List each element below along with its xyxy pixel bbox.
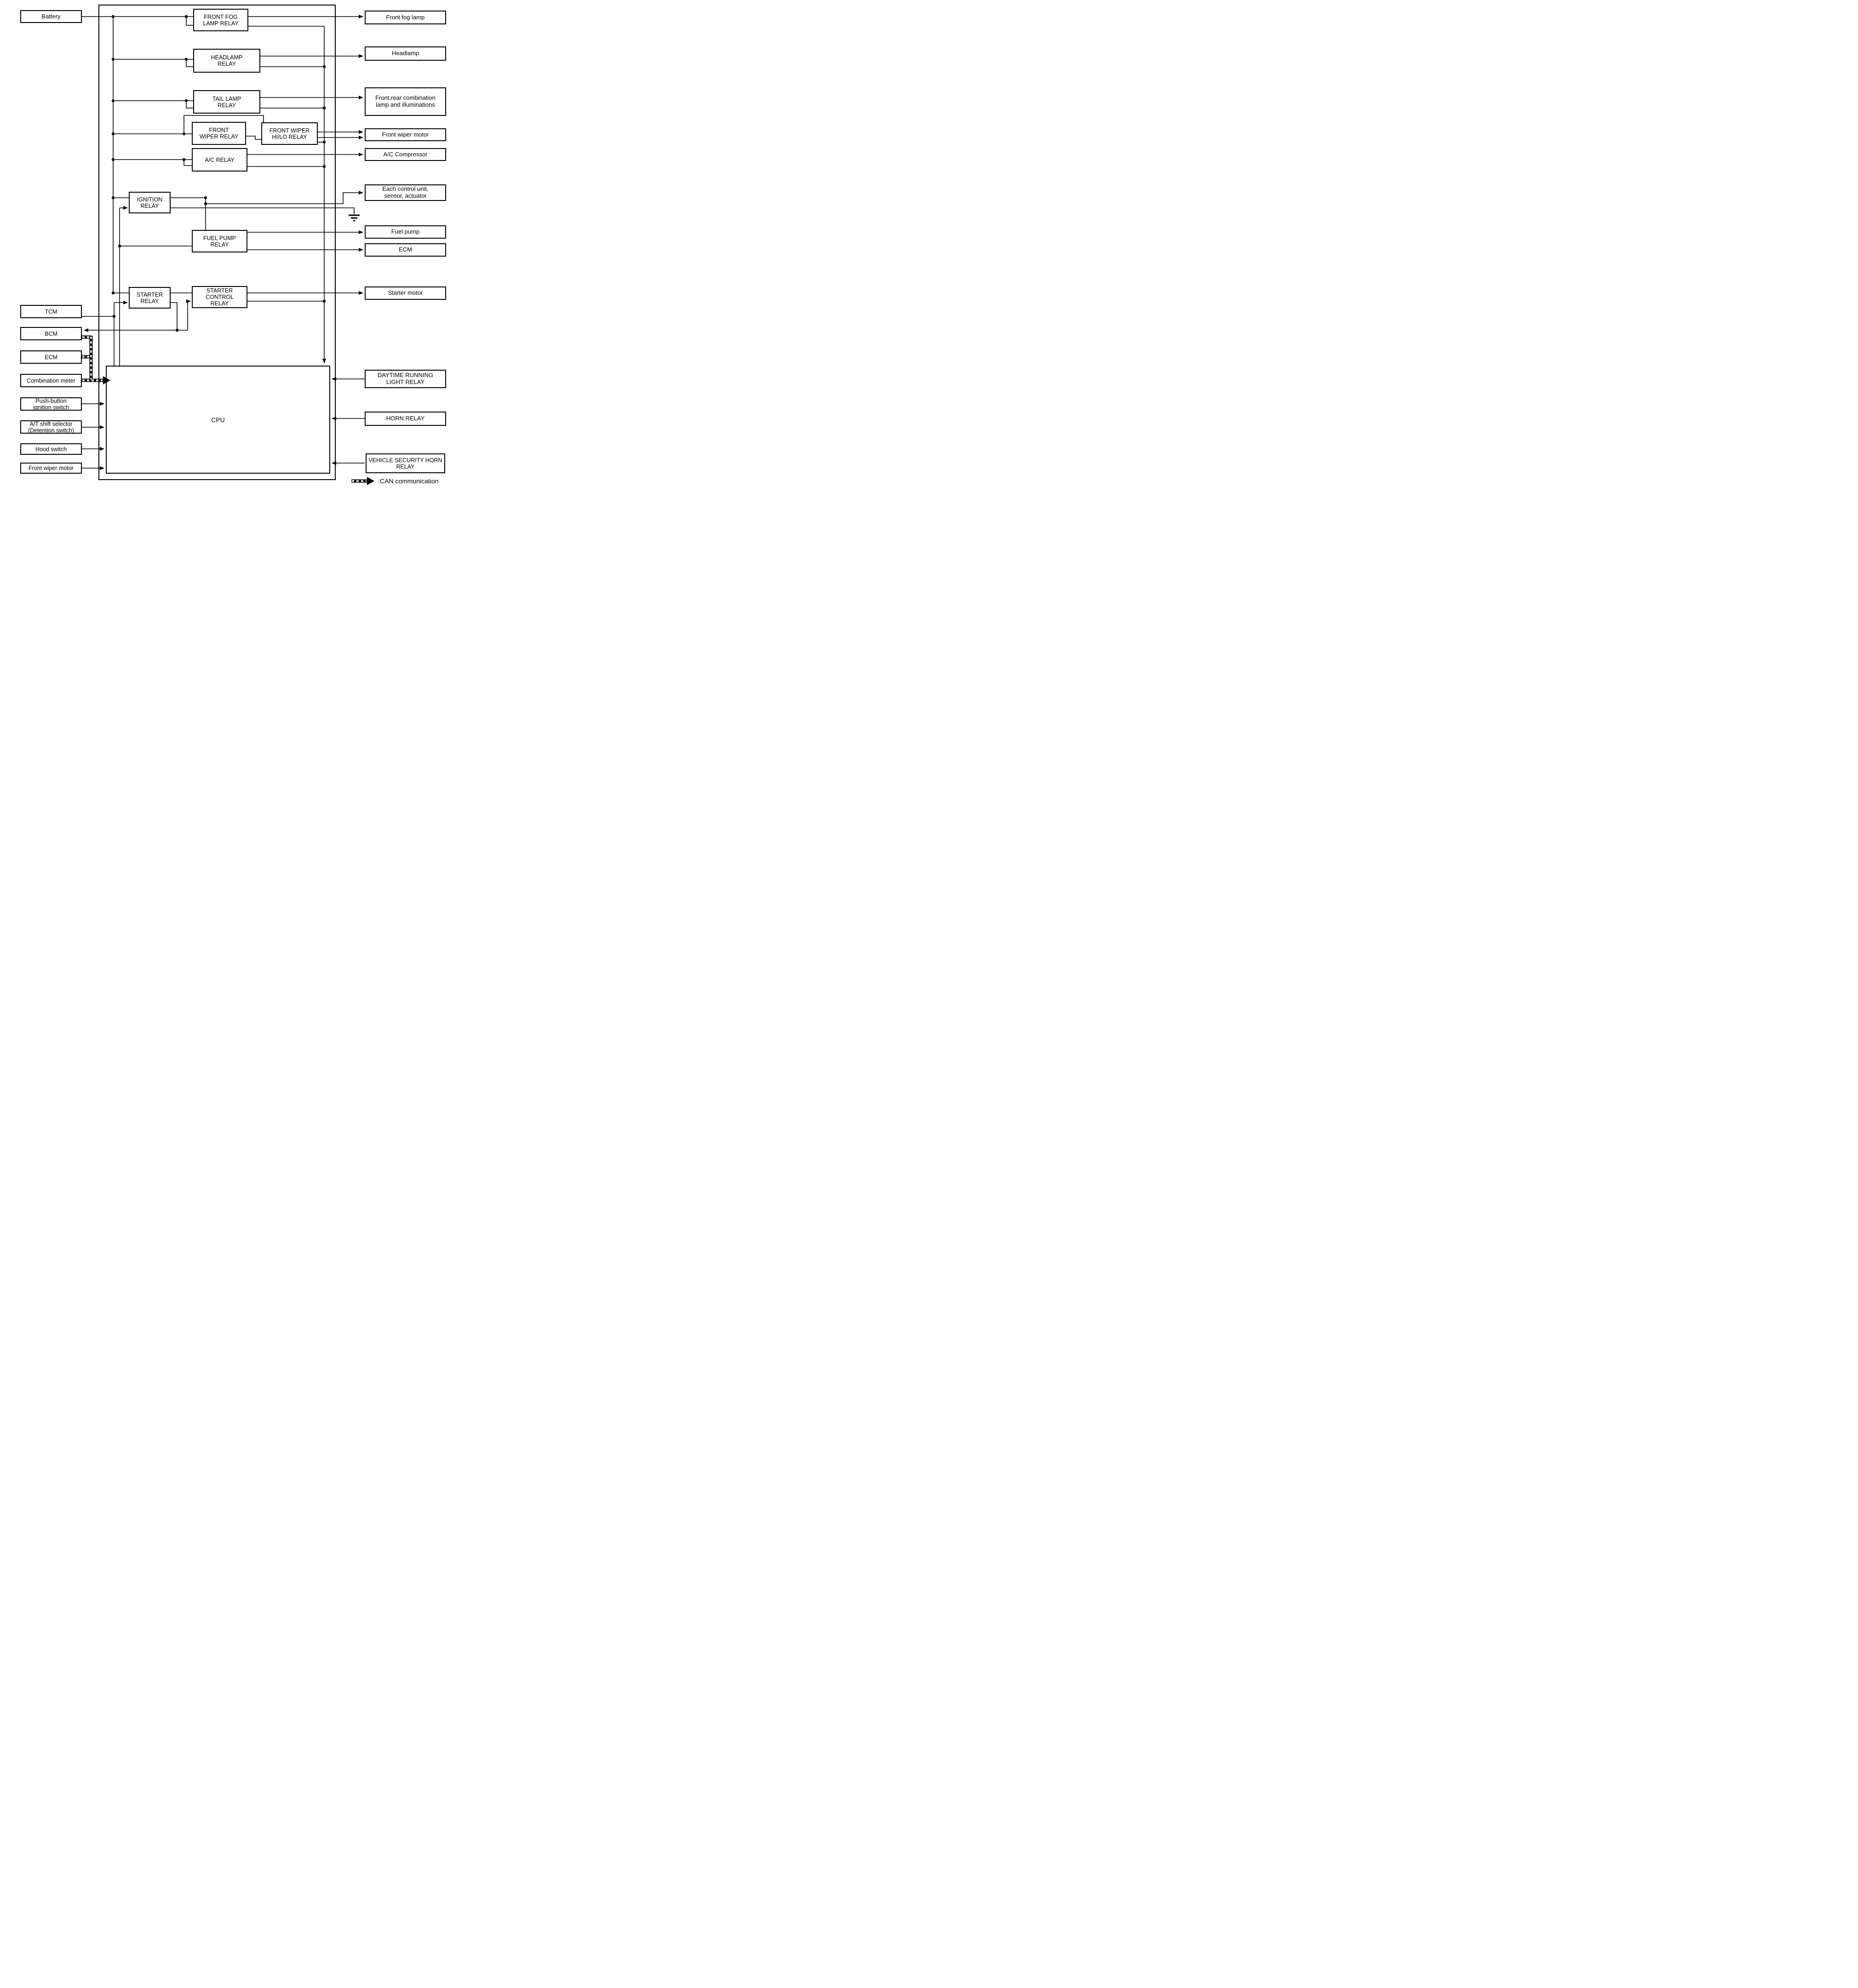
at-shift-selector-box: A/T shift selector (Detention switch)	[20, 420, 82, 434]
front-fog-lamp-box: Front fog lamp	[365, 11, 446, 24]
tcm-box: TCM	[20, 305, 82, 318]
starter-control-relay-box: STARTER CONTROL RELAY	[192, 286, 247, 308]
push-button-ignition-switch-box: Push-button ignition switch	[20, 397, 82, 411]
can-communication-lines	[82, 335, 374, 485]
each-control-unit-box: Each control unit, sensor, actuator	[365, 184, 446, 201]
ac-relay-box: A/C RELAY	[192, 148, 247, 172]
cpu-label: CPU	[211, 416, 225, 424]
fuel-pump-relay-box: FUEL PUMP RELAY	[192, 230, 247, 252]
fuel-pump-box: Fuel pump	[365, 225, 446, 239]
combination-meter-box: Combination meter	[20, 374, 82, 387]
headlamp-box: Headlamp	[365, 46, 446, 61]
vehicle-security-horn-relay-box: VEHICLE SECURITY HORN RELAY	[366, 453, 445, 473]
can-communication-legend-label: :CAN communication	[378, 477, 439, 485]
ground-symbol	[349, 214, 360, 222]
daytime-running-light-relay-box: DAYTIME RUNNING LIGHT RELAY	[365, 370, 446, 388]
ecm-input-box: ECM	[20, 350, 82, 364]
can-arrowhead-cpu	[103, 376, 110, 384]
battery-box: Battery	[20, 10, 82, 23]
relay-block-diagram: CPU Battery TCM BCM ECM Combination mete…	[0, 0, 464, 497]
ecm-output-box: ECM	[365, 243, 446, 257]
horn-relay-box: HORN RELAY	[365, 412, 446, 426]
junction-dots	[111, 15, 326, 332]
can-arrowhead-legend	[367, 477, 374, 485]
hood-switch-box: Hood switch	[20, 443, 82, 455]
ac-compressor-box: A/C Compressor	[365, 148, 446, 161]
starter-relay-box: STARTER RELAY	[129, 287, 171, 309]
headlamp-relay-box: HEADLAMP RELAY	[193, 49, 260, 73]
front-wiper-relay-box: FRONT WIPER RELAY	[192, 122, 246, 145]
wiring-layer	[82, 15, 374, 485]
starter-motor-box: Starter motor	[365, 286, 446, 300]
front-wiper-motor-output-box: Front wiper motor	[365, 128, 446, 141]
cpu-box: CPU	[106, 366, 330, 474]
bcm-box: BCM	[20, 327, 82, 340]
front-wiper-hi-lo-relay-box: FRONT WIPER HI/LO RELAY	[261, 122, 318, 145]
front-wiper-motor-input-box: Front wiper motor	[20, 463, 82, 474]
tail-lamp-relay-box: TAIL LAMP RELAY	[193, 90, 260, 114]
relay-box-enclosure	[98, 5, 336, 480]
ignition-relay-box: IGNITION RELAY	[129, 192, 171, 213]
front-fog-lamp-relay-box: FRONT FOG LAMP RELAY	[193, 9, 248, 31]
front-rear-combination-lamp-box: Front,rear combination lamp and illumina…	[365, 87, 446, 116]
